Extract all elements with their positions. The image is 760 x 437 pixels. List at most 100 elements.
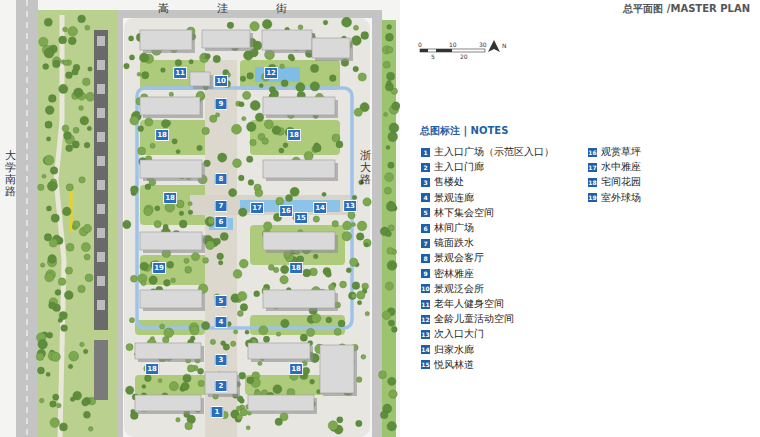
callout-number: 18 (289, 262, 303, 274)
callout-number: 16 (279, 205, 293, 217)
callout-number: 1 (211, 406, 224, 418)
legend-text: 售楼处 (434, 175, 464, 189)
legend-swatch: 13 (421, 330, 430, 339)
legend-item: 3 售楼处 (421, 175, 464, 189)
scale-label: N (502, 42, 507, 49)
legend-item: 18 宅间花园 (588, 175, 641, 189)
scale-label: 5 (431, 53, 435, 60)
legend-number: 13 (421, 330, 430, 339)
legend-number: 15 (421, 360, 430, 369)
callout-number: 18 (155, 129, 169, 141)
callout-number: 6 (215, 216, 228, 228)
callout-number: 3 (215, 354, 228, 366)
page-title: 总平面图 /MASTER PLAN (623, 2, 750, 16)
legend-number: 10 (421, 284, 430, 293)
street-name: 大学南路 (5, 150, 16, 198)
callout-number: 4 (215, 316, 228, 328)
legend-item: 10 景观泛会所 (421, 282, 484, 296)
scale-label: 30 (479, 41, 487, 48)
legend-swatch: 19 (588, 193, 597, 202)
legend-number: 19 (588, 193, 597, 202)
legend-number: 14 (421, 345, 430, 354)
callout-number: 12 (264, 67, 278, 79)
legend-text: 宅间花园 (601, 175, 641, 189)
callout-number: 19 (152, 262, 166, 274)
scale-label: 20 (460, 53, 468, 60)
callout-number: 11 (173, 67, 187, 79)
legend-swatch: 6 (421, 224, 430, 233)
callout-number: 18 (287, 129, 301, 141)
legend-swatch: 9 (421, 269, 430, 278)
legend-text: 景观泛会所 (434, 282, 484, 296)
callout-number: 13 (343, 200, 357, 212)
legend-swatch: 11 (421, 300, 430, 309)
legend-item: 9密林雅座 (421, 267, 474, 281)
legend-item: 8景观会客厅 (421, 251, 484, 265)
legend-item: 5 林下集会空间 (421, 206, 494, 220)
callout-number: 10 (214, 75, 228, 87)
legend-swatch: 18 (588, 178, 597, 187)
legend-item: 4 景观连廊 (421, 191, 474, 205)
legend-text: 老年人健身空间 (434, 297, 504, 311)
legend-swatch: 3 (421, 178, 430, 187)
notes-heading: 总图标注 | NOTES (420, 124, 508, 138)
legend-swatch: 5 (421, 208, 430, 217)
legend-text: 水中雅座 (601, 160, 641, 174)
legend-text: 景观连廊 (434, 191, 474, 205)
legend-text: 全龄儿童活动空间 (434, 312, 514, 326)
legend-text: 主入口门廊 (434, 160, 484, 174)
legend-text: 林间广场 (434, 221, 474, 235)
legend-item: 12 全龄儿童活动空间 (421, 312, 514, 326)
legend-number: 4 (421, 193, 430, 202)
legend-number: 9 (421, 269, 430, 278)
callout-number: 2 (215, 380, 228, 392)
legend-swatch: 17 (588, 163, 597, 172)
callout-number: 15 (294, 212, 308, 224)
legend-number: 7 (421, 239, 430, 248)
legend-item: 13次入口大门 (421, 327, 484, 341)
legend-text: 观赏草坪 (601, 145, 641, 159)
legend-number: 12 (421, 315, 430, 324)
legend-swatch: 4 (421, 193, 430, 202)
street-name: 浙大路 (360, 150, 371, 186)
callout-number: 8 (215, 173, 228, 185)
site-plan (0, 0, 400, 437)
legend-item: 16 观赏草坪 (588, 145, 641, 159)
legend-item: 1 主入口广场（示范区入口） (421, 145, 554, 159)
legend-item: 7 镜面跌水 (421, 236, 474, 250)
legend-text: 悦风林道 (434, 358, 474, 372)
legend-swatch: 2 (421, 163, 430, 172)
legend-number: 16 (588, 148, 597, 157)
legend-number: 17 (588, 163, 597, 172)
legend-item: 14归家水廊 (421, 343, 474, 357)
callout-number: 14 (313, 202, 327, 214)
callout-number: 9 (215, 98, 228, 110)
legend-swatch: 12 (421, 315, 430, 324)
legend-swatch: 16 (588, 148, 597, 157)
scale-label: 0 (418, 41, 422, 48)
legend-item: 19室外球场 (588, 191, 641, 205)
legend-swatch: 14 (421, 345, 430, 354)
legend-swatch: 1 (421, 148, 430, 157)
callout-number: 17 (250, 202, 264, 214)
callout-number: 18 (289, 363, 303, 375)
legend-number: 18 (588, 178, 597, 187)
legend-item: 6 林间广场 (421, 221, 474, 235)
legend-number: 6 (421, 224, 430, 233)
scale-bar (400, 0, 760, 437)
legend-number: 2 (421, 163, 430, 172)
legend-item: 11 老年人健身空间 (421, 297, 504, 311)
callout-number: 5 (215, 295, 228, 307)
legend-number: 5 (421, 208, 430, 217)
legend-swatch: 8 (421, 254, 430, 263)
legend-swatch: 10 (421, 284, 430, 293)
street-name: 嵩洼街 (158, 1, 335, 16)
legend-number: 8 (421, 254, 430, 263)
legend-item: 15 悦风林道 (421, 358, 474, 372)
callout-number: 18 (145, 363, 159, 375)
legend-text: 镜面跌水 (434, 236, 474, 250)
legend-text: 主入口广场（示范区入口） (434, 145, 554, 159)
callout-number: 18 (163, 192, 177, 204)
legend-number: 11 (421, 300, 430, 309)
legend-text: 林下集会空间 (434, 206, 494, 220)
